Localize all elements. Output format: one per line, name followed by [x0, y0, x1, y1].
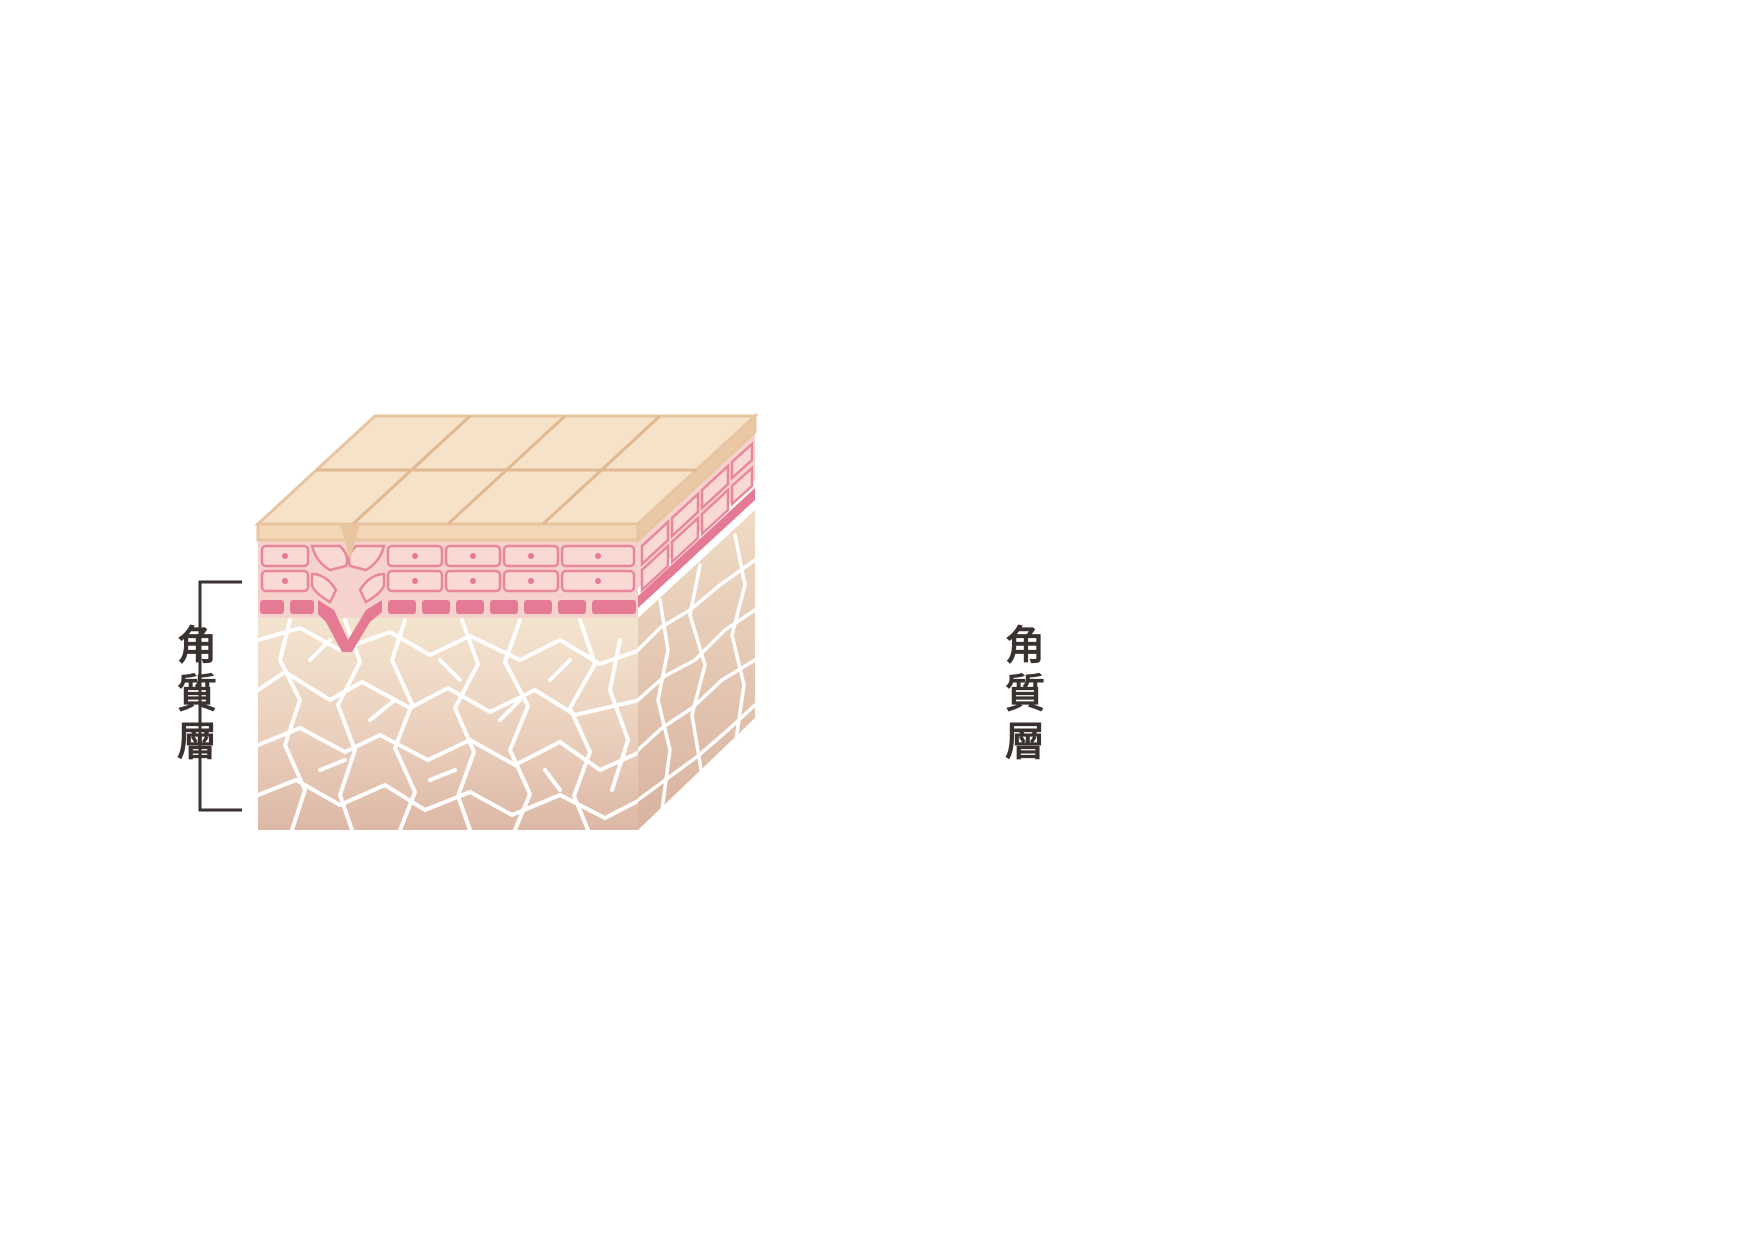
after-layer-label: 角 質 層: [1001, 622, 1049, 766]
label-char: 角: [177, 623, 217, 669]
label-char: 層: [1005, 719, 1045, 765]
before-basal-layer: [260, 600, 636, 652]
label-char: 層: [177, 719, 217, 765]
label-char: 角: [1005, 623, 1045, 669]
label-char: 質: [1005, 671, 1045, 717]
label-char: 質: [177, 671, 217, 717]
before-side-face: [638, 510, 755, 830]
before-layer-label: 角 質 層: [173, 622, 221, 766]
before-fiber-network: [258, 618, 638, 830]
before-front-face: [258, 618, 638, 830]
before-side-fiber-network: [638, 533, 755, 812]
before-skin-block: [254, 412, 759, 830]
before-layer-bracket: [198, 580, 242, 812]
